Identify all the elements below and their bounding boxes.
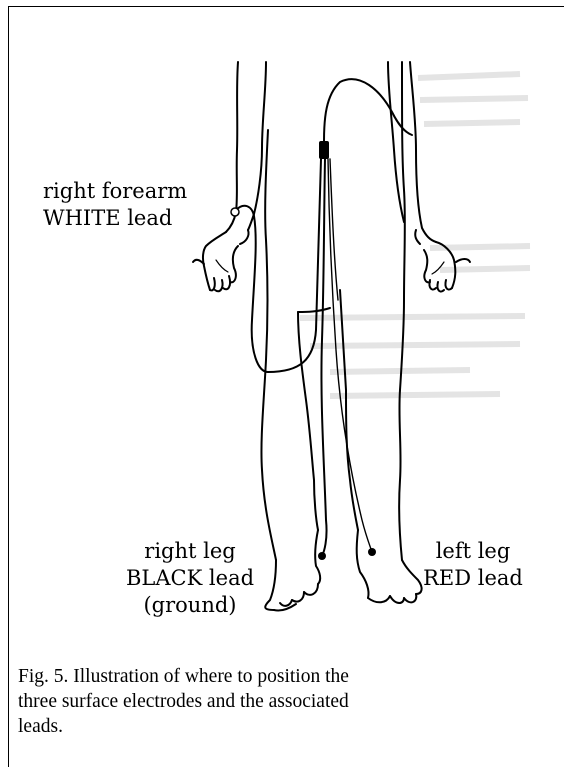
electrode-left-leg xyxy=(368,548,376,556)
caption-line1: Fig. 5. Illustration of where to positio… xyxy=(18,664,538,689)
label-left-leg-line1: left leg xyxy=(413,538,533,565)
lead-connector xyxy=(319,141,329,159)
label-right-leg: right leg BLACK lead (ground) xyxy=(120,538,260,619)
label-right-leg-line2: BLACK lead xyxy=(120,565,260,592)
electrode-right-forearm xyxy=(231,208,239,216)
electrode-right-leg xyxy=(318,552,326,560)
label-right-forearm-line2: WHITE lead xyxy=(43,205,187,232)
body-outline xyxy=(193,62,470,611)
label-left-leg-line2: RED lead xyxy=(413,565,533,592)
figure-caption: Fig. 5. Illustration of where to positio… xyxy=(18,664,538,739)
label-right-forearm: right forearm WHITE lead xyxy=(43,178,187,232)
label-right-forearm-line1: right forearm xyxy=(43,178,187,205)
label-right-leg-line3: (ground) xyxy=(120,592,260,619)
label-left-leg: left leg RED lead xyxy=(413,538,533,592)
caption-line2: three surface electrodes and the associa… xyxy=(18,689,538,714)
caption-line3: leads. xyxy=(18,714,538,739)
label-right-leg-line1: right leg xyxy=(120,538,260,565)
